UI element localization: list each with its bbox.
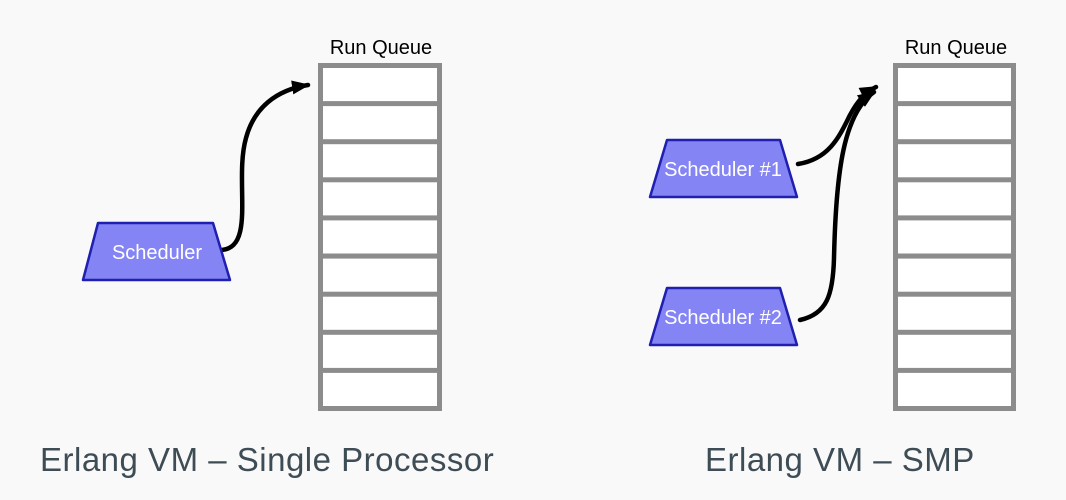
- right-diagram: Run Queue Scheduler #1 Scheduler #2 Erla…: [648, 37, 1016, 478]
- scheduler2-label: Scheduler #2: [664, 307, 782, 329]
- queue-slot: [898, 372, 1011, 406]
- scheduler-shape: [81, 221, 232, 282]
- queue-slot: [898, 334, 1011, 368]
- queue-slot: [898, 106, 1011, 140]
- run-queue: [318, 63, 442, 411]
- queue-slot: [323, 144, 437, 178]
- scheduler-label: Scheduler: [112, 242, 202, 264]
- run-queue: [893, 63, 1016, 411]
- queue-slot: [898, 144, 1011, 178]
- left-diagram: Run Queue Scheduler Erlang VM – Single P…: [40, 37, 494, 478]
- queue-slot: [898, 258, 1011, 292]
- queue-slot: [323, 334, 437, 368]
- queue-slot: [898, 296, 1011, 330]
- queue-slot: [323, 372, 437, 406]
- scheduler1-label: Scheduler #1: [664, 159, 782, 181]
- run-queue-title: Run Queue: [330, 37, 432, 59]
- right-caption: Erlang VM – SMP: [705, 441, 975, 478]
- queue-slot: [323, 182, 437, 216]
- queue-slot: [323, 296, 437, 330]
- run-queue-title: Run Queue: [905, 37, 1007, 59]
- left-caption: Erlang VM – Single Processor: [40, 441, 494, 478]
- scheduler2-to-queue-arrow: [797, 89, 877, 323]
- queue-slot: [898, 220, 1011, 254]
- scheduler1-shape: [648, 138, 799, 199]
- queue-slot: [323, 106, 437, 140]
- queue-slot: [898, 68, 1011, 102]
- queue-slot: [323, 220, 437, 254]
- queue-slot: [898, 182, 1011, 216]
- scheduler-to-queue-arrow: [219, 80, 311, 253]
- queue-slot: [323, 68, 437, 102]
- queue-slot: [323, 258, 437, 292]
- scheduler2-shape: [648, 286, 799, 347]
